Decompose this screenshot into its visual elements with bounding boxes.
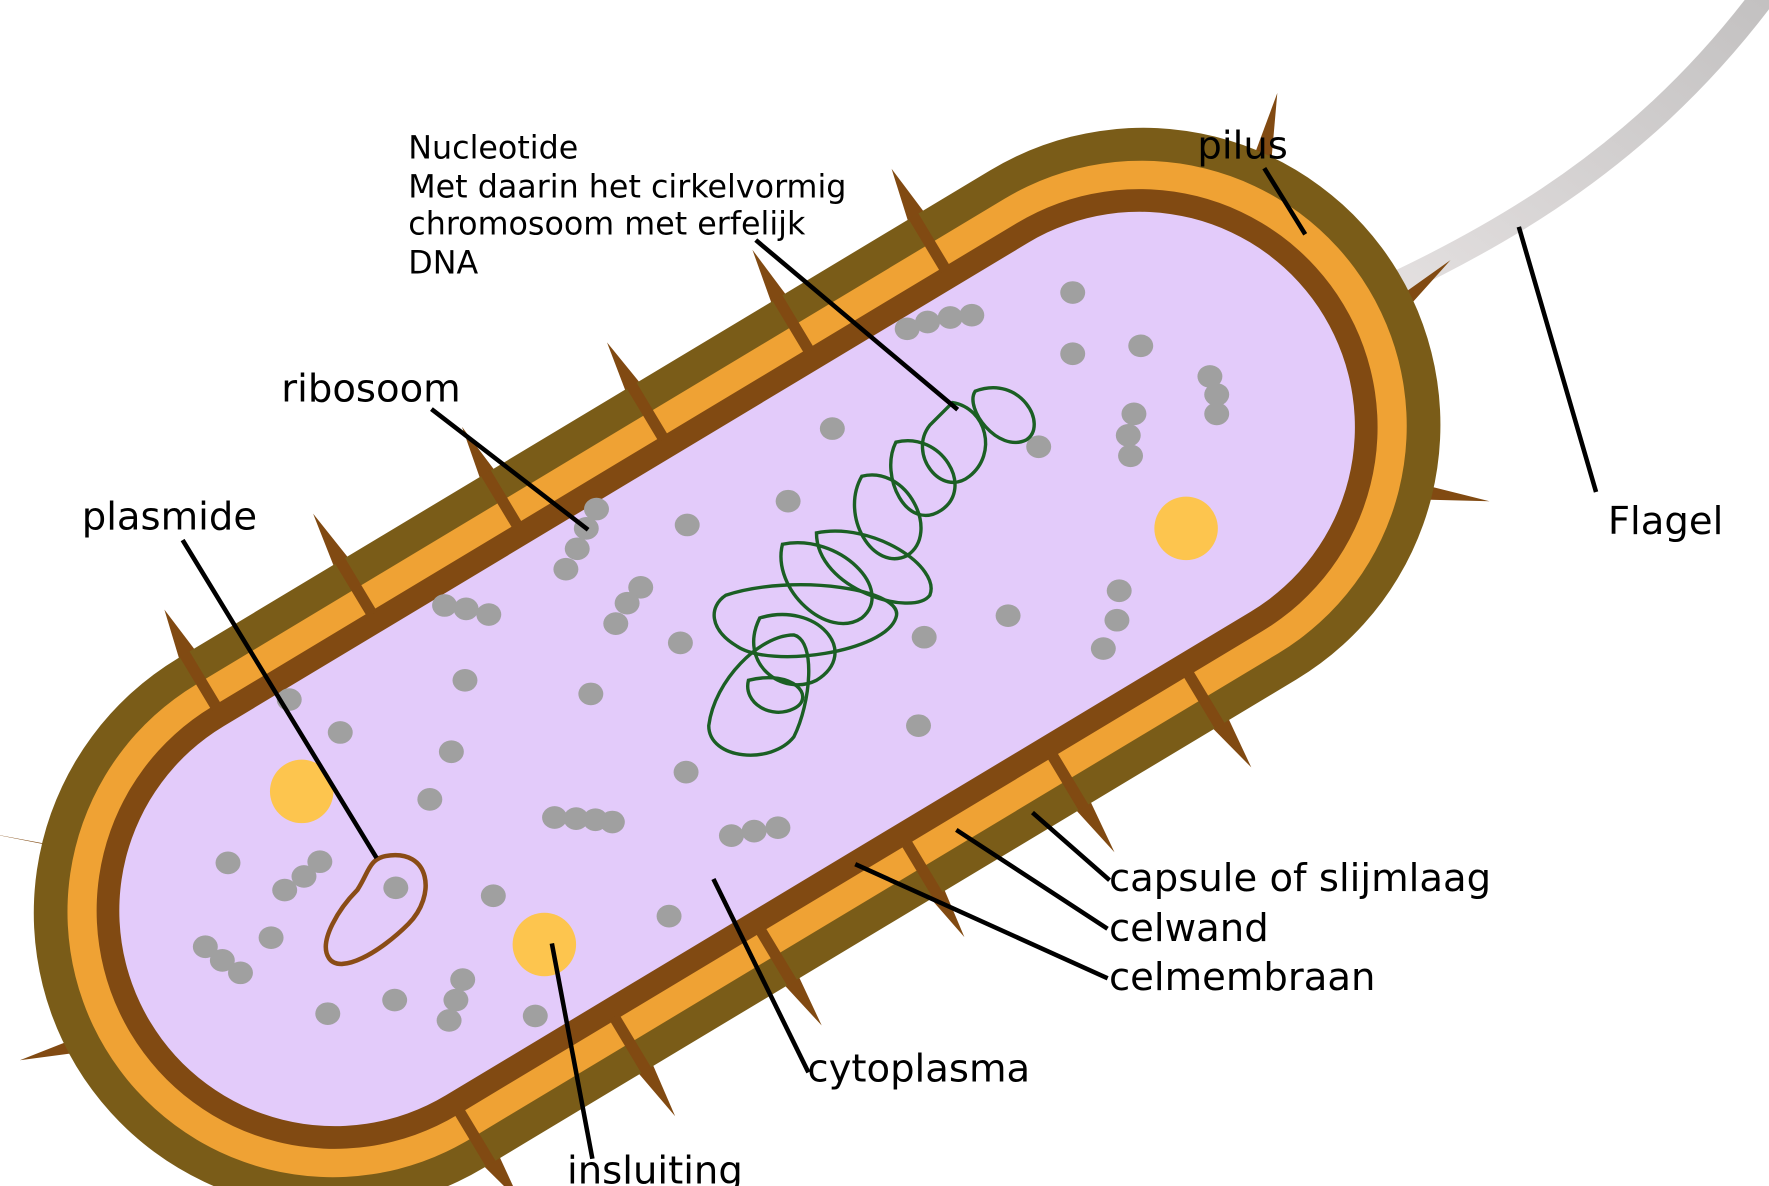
- label-plasmide: plasmide: [82, 495, 257, 540]
- label-ribosoom: ribosoom: [281, 366, 460, 411]
- label-nucleotide-line1: Nucleotide: [408, 131, 578, 167]
- chromosome-dna: [707, 386, 1036, 757]
- plasmid: [323, 852, 428, 967]
- label-nucleotide-line2: Met daarin het cirkelvormig: [408, 169, 846, 205]
- inclusions: [269, 496, 1218, 977]
- label-celmembraan: celmembraan: [1109, 955, 1375, 1000]
- label-flagel: Flagel: [1608, 499, 1723, 544]
- label-pilus: pilus: [1197, 124, 1287, 169]
- label-cytoplasma: cytoplasma: [807, 1047, 1030, 1092]
- label-nucleotide-line3: chromosoom met erfelijk: [408, 207, 806, 243]
- label-celwand: celwand: [1109, 906, 1269, 951]
- label-capsule: capsule of slijmlaag: [1109, 856, 1491, 901]
- label-nucleotide-line4: DNA: [408, 245, 478, 281]
- label-insluiting: insluiting: [567, 1149, 743, 1186]
- leader-lines: [180, 166, 1599, 1160]
- ribosomes: [192, 281, 1230, 1032]
